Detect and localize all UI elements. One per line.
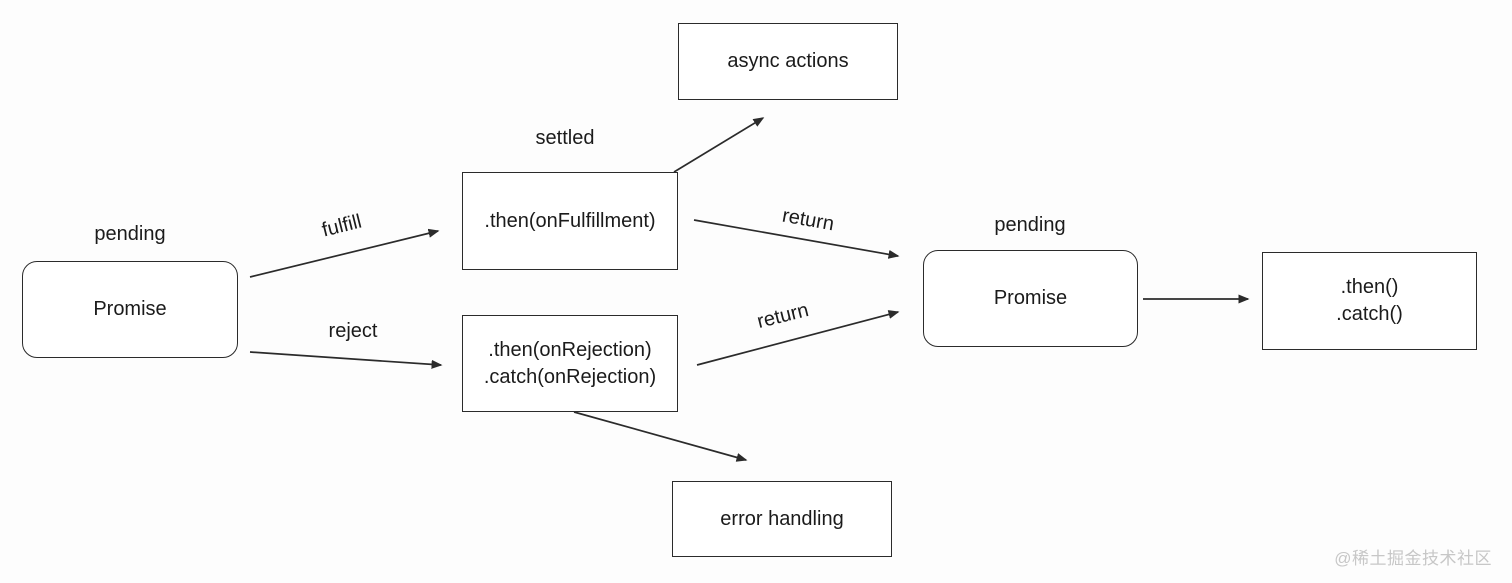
- async-actions-arrow: [673, 117, 765, 173]
- promise-left-node: Promise: [22, 261, 238, 358]
- then-catch-label-line2: .catch(): [1336, 303, 1403, 325]
- fulfill-arrow: [249, 228, 440, 278]
- error-handling-node: error handling: [672, 481, 892, 557]
- promise-right-label: Promise: [993, 287, 1068, 309]
- pending-label-right: pending: [994, 214, 1066, 236]
- watermark: @稀土掘金技术社区: [1334, 549, 1492, 568]
- then-onrejection-label-line1: .then(onRejection): [488, 338, 652, 361]
- pending-label-left: pending: [94, 223, 166, 245]
- reject-arrow: [249, 351, 443, 369]
- return-top-arrow: [693, 219, 900, 259]
- then-onrejection-node: .then(onRejection) .catch(onRejection): [462, 315, 678, 412]
- then-onfulfillment-label: .then(onFulfillment): [484, 209, 656, 232]
- then-catch-label-line1: .then(): [1340, 276, 1399, 298]
- async-actions-label: async actions: [727, 50, 849, 72]
- then-onfulfillment-node: .then(onFulfillment): [462, 172, 678, 270]
- return-bottom-arrow: [696, 310, 900, 366]
- error-handling-label: error handling: [720, 507, 844, 530]
- promise-left-label: Promise: [93, 298, 167, 320]
- then-onrejection-label-line2: .catch(onRejection): [483, 365, 657, 388]
- async-actions-node: async actions: [678, 23, 898, 100]
- reject-edge-label: reject: [328, 320, 378, 342]
- error-handling-arrow: [573, 411, 748, 462]
- then-catch-node: .then() .catch(): [1262, 252, 1477, 350]
- promise-right-node: Promise: [923, 250, 1138, 347]
- settled-label: settled: [535, 127, 595, 149]
